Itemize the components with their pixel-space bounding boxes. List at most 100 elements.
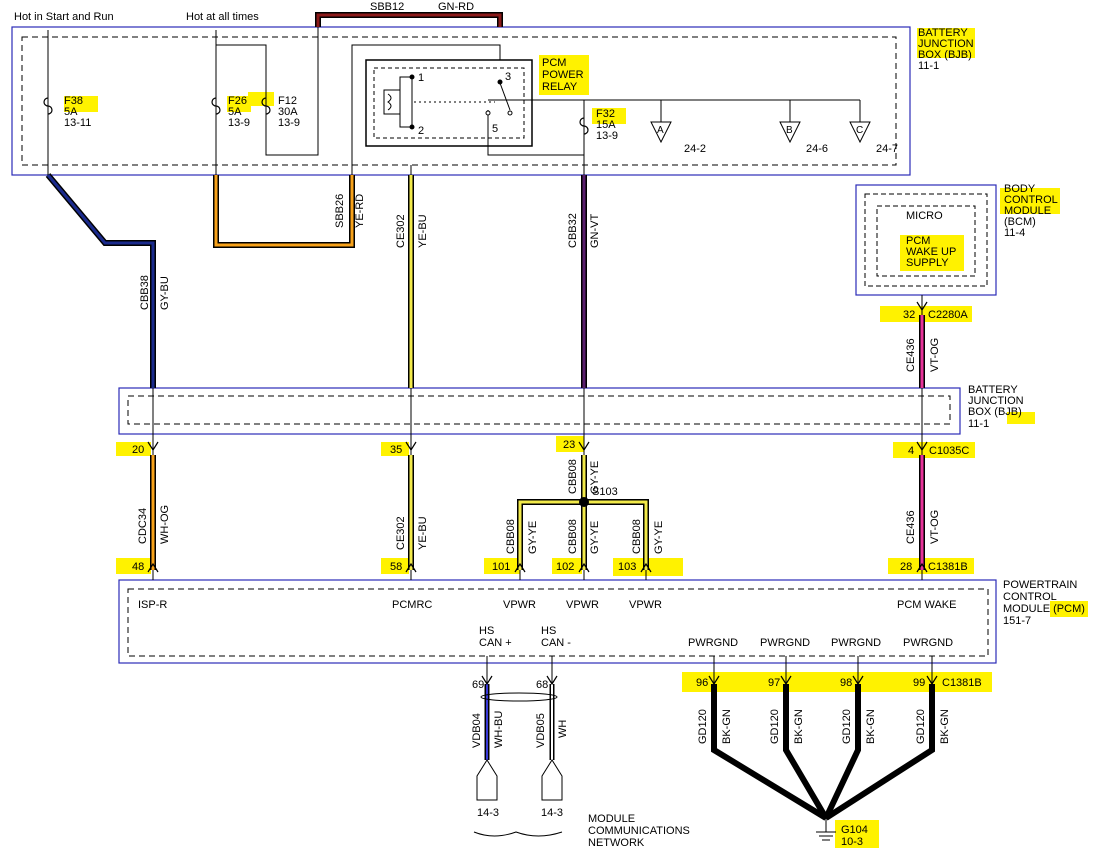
conn-b-letter: B: [786, 125, 793, 136]
bjb-mid-box: [118, 387, 961, 435]
f32-amp: 15A: [596, 119, 616, 131]
gnd-pin-98: 98: [840, 677, 852, 689]
bjb-top-l3: BOX (BJB): [918, 49, 972, 61]
pcm-pcmrc: PCMRC: [392, 599, 432, 611]
relay-pin-5: 5: [492, 123, 498, 135]
pcm-pin-102: 102: [556, 561, 574, 573]
cbb32-circuit: CBB32: [567, 213, 579, 248]
relay-box: [365, 59, 533, 147]
ground-ref: 10-3: [841, 836, 863, 848]
ce302b-color: YE-BU: [417, 516, 429, 550]
ce436b-color: VT-OG: [929, 510, 941, 544]
highlights: [64, 28, 1088, 848]
pcm-vpwr-1: VPWR: [503, 599, 536, 611]
bcm-l2: CONTROL: [1004, 194, 1058, 206]
thin-wiring: [47, 27, 933, 702]
cbb08b-circuit: CBB08: [505, 519, 517, 554]
pcm-ref: 151-7: [1003, 615, 1031, 627]
pcm-hs-1: HS: [479, 625, 494, 637]
bcm-l1: BODY: [1004, 183, 1036, 195]
bcm-micro: MICRO: [906, 210, 943, 222]
bcm-supply-l3: SUPPLY: [906, 257, 949, 269]
can-ref-2: 14-3: [541, 807, 563, 819]
can-pin-68: 68: [536, 679, 548, 691]
network-l1: MODULE: [588, 813, 635, 825]
ce436a-circuit: CE436: [905, 338, 917, 372]
f12-ref: 13-9: [278, 117, 300, 129]
sbb26-color: YE-RD: [354, 194, 366, 228]
gnd-pin-99: 99: [913, 677, 925, 689]
cbb08b-color: GY-YE: [527, 521, 539, 554]
cbb08a-color: GY-YE: [589, 461, 601, 494]
pcm-pwrgnd-2: PWRGND: [760, 637, 810, 649]
gd120-circuit-2: GD120: [769, 709, 781, 744]
wire-gd120: [711, 684, 935, 821]
bjb-pin-23: 23: [563, 439, 575, 451]
f32-name: F32: [596, 108, 615, 120]
bjb-mid-l1: BATTERY: [968, 384, 1018, 396]
relay-l2: POWER: [542, 69, 584, 81]
wire-cbb38: [45, 173, 156, 388]
pcm-pin-103: 103: [618, 561, 636, 573]
f26-ref: 13-9: [228, 117, 250, 129]
splice-s103-dot: [579, 497, 589, 507]
vdb04-circuit: VDB04: [471, 713, 483, 748]
pcm-l2: CONTROL: [1003, 591, 1057, 603]
ground-g104: G104: [841, 824, 868, 836]
f12-amp: 30A: [278, 106, 298, 118]
vdb05-color: WH: [557, 720, 569, 738]
conn-a-letter: A: [657, 125, 664, 136]
c2280a-name: C2280A: [928, 309, 968, 321]
pcm-l1: POWERTRAIN: [1003, 579, 1077, 591]
pcm-pin-101: 101: [492, 561, 510, 573]
relay-pin-3: 3: [505, 71, 511, 83]
pcm-pin-28: 28: [900, 561, 912, 573]
cbb32-color: GN-VT: [589, 214, 601, 249]
pcm-pin-58: 58: [390, 561, 402, 573]
cbb38-color: GY-BU: [159, 276, 171, 310]
cbb08d-color: GY-YE: [653, 521, 665, 554]
sbb26-circuit: SBB26: [334, 194, 346, 228]
vdb04-color: WH-BU: [493, 711, 505, 748]
gd120-color-2: BK-GN: [793, 709, 805, 744]
fuse-symbols: [43, 97, 589, 135]
can-connectors: [476, 759, 563, 801]
bcm-supply-l1: PCM: [906, 235, 930, 247]
bcm-ref: 11-4: [1004, 227, 1025, 239]
vdb05-circuit: VDB05: [535, 713, 547, 748]
bjb-conn-c1035c: C1035C: [929, 445, 969, 457]
cbb08c-color: GY-YE: [589, 521, 601, 554]
splice-s103: S103: [592, 486, 618, 498]
gd120-circuit-1: GD120: [697, 709, 709, 744]
gd120-color-1: BK-GN: [721, 709, 733, 744]
can-ref-1: 14-3: [477, 807, 499, 819]
bjb-pin-4: 4: [908, 445, 914, 457]
relay-pin-2: 2: [418, 125, 424, 137]
conn-a-ref: 24-2: [684, 143, 706, 155]
relay-l3: RELAY: [542, 81, 578, 93]
pcm-hs-2: HS: [541, 625, 556, 637]
gd120-circuit-4: GD120: [915, 709, 927, 744]
pcm-isp-r: ISP-R: [138, 599, 167, 611]
bcm-box: [855, 184, 997, 296]
f32-ref: 13-9: [596, 130, 618, 142]
relay-internals: [383, 74, 513, 130]
pcm-l3: MODULE (PCM): [1003, 603, 1085, 615]
relay-l1: PCM: [542, 57, 566, 69]
bjb-top-l2: JUNCTION: [918, 38, 974, 50]
f38-ref: 13-11: [64, 117, 91, 129]
bjb-top-box: [11, 26, 911, 176]
pcm-can-minus: CAN -: [541, 637, 571, 649]
sbb12-circuit: SBB12: [370, 1, 404, 13]
sbb12-color: GN-RD: [438, 1, 474, 13]
f26-name: F26: [228, 95, 247, 107]
ce436b-circuit: CE436: [905, 510, 917, 544]
f12-name: F12: [278, 95, 297, 107]
ce302a-circuit: CE302: [395, 214, 407, 248]
f26-amp: 5A: [228, 106, 242, 118]
conn-c-letter: C: [856, 125, 863, 136]
conn-c-ref: 24-7: [876, 143, 898, 155]
gd120-color-4: BK-GN: [939, 709, 951, 744]
ce302b-circuit: CE302: [395, 516, 407, 550]
